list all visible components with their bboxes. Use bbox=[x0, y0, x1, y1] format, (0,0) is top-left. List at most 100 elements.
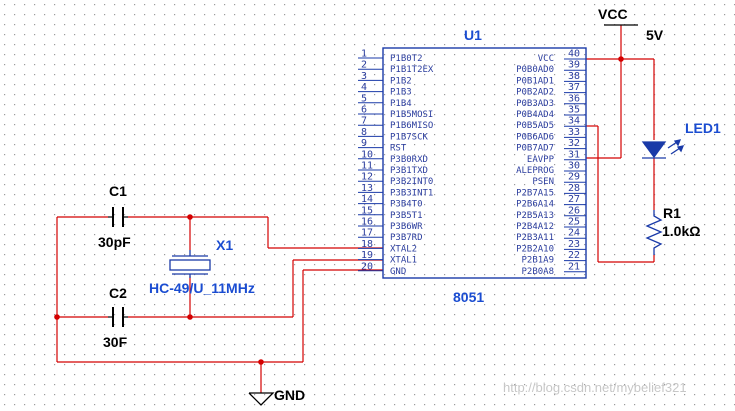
chip-pin-number: 20 bbox=[361, 261, 373, 272]
gnd-label: GND bbox=[274, 387, 305, 403]
x1-ref-label: X1 bbox=[216, 237, 233, 253]
chip-pin-number: 30 bbox=[568, 161, 580, 172]
vcc-voltage-label: 5V bbox=[646, 27, 664, 43]
chip-pin-label: P2B2A10 bbox=[516, 244, 554, 254]
chip-pin-label: PSEN bbox=[532, 177, 554, 187]
chip-pin-number: 18 bbox=[361, 239, 373, 250]
chip-pin-number: 7 bbox=[361, 116, 367, 127]
chip-pin-label: P2B3A11 bbox=[516, 233, 554, 243]
chip-pin-number: 25 bbox=[568, 217, 580, 228]
chip-pin-label: P1B5MOSI bbox=[390, 110, 433, 120]
chip-pin-number: 9 bbox=[361, 138, 367, 149]
chip-pin-number: 4 bbox=[361, 82, 367, 93]
chip-pin-number: 1 bbox=[361, 49, 367, 60]
led-led1[interactable] bbox=[641, 139, 685, 159]
gnd-symbol[interactable] bbox=[248, 392, 275, 406]
chip-pin-label: P1B2 bbox=[390, 76, 412, 86]
chip-pin-number: 37 bbox=[568, 82, 580, 93]
chip-pin-label: P3B3INT1 bbox=[390, 188, 433, 198]
chip-pin-number: 29 bbox=[568, 172, 580, 183]
chip-pin-label: P1B6MISO bbox=[390, 121, 433, 131]
c1-ref-label: C1 bbox=[109, 183, 127, 199]
chip-pin-number: 13 bbox=[361, 183, 373, 194]
c1-value-label: 30pF bbox=[98, 234, 131, 250]
chip-pin-label: XTAL2 bbox=[390, 244, 417, 254]
chip-pin-label: P2B1A9 bbox=[521, 256, 554, 266]
chip-value-label: 8051 bbox=[453, 289, 484, 305]
crystal-x1[interactable] bbox=[169, 250, 211, 278]
chip-pin-number: 26 bbox=[568, 205, 580, 216]
chip-pin-number: 23 bbox=[568, 239, 580, 250]
chip-pin-number: 6 bbox=[361, 105, 367, 116]
chip-pin-number: 5 bbox=[361, 93, 367, 104]
chip-pin-label: P0B1AD1 bbox=[516, 76, 554, 86]
chip-pin-number: 32 bbox=[568, 138, 580, 149]
chip-pin-number: 36 bbox=[568, 93, 580, 104]
r1-value-label: 1.0kΩ bbox=[662, 223, 700, 239]
chip-pin-label: ALEPROG bbox=[516, 166, 554, 176]
chip-pin-label: P0B4AD4 bbox=[516, 110, 554, 120]
chip-pin-number: 14 bbox=[361, 194, 373, 205]
chip-pin-label: P2B6A14 bbox=[516, 200, 554, 210]
chip-pin-label: P3B1TXD bbox=[390, 166, 428, 176]
chip-pin-number: 28 bbox=[568, 183, 580, 194]
chip-pin-label: P3B5T1 bbox=[390, 211, 423, 221]
chip-pin-label: P1B7SCK bbox=[390, 132, 429, 142]
c2-value-label: 30F bbox=[103, 334, 128, 350]
chip-pin-label: P0B2AD2 bbox=[516, 88, 554, 98]
chip-pin-label: P1B1T2EX bbox=[390, 65, 434, 75]
chip-pin-number: 27 bbox=[568, 194, 580, 205]
chip-pin-number: 12 bbox=[361, 172, 373, 183]
chip-pin-number: 8 bbox=[361, 127, 367, 138]
chip-pin-label: P3B7RD bbox=[390, 233, 423, 243]
chip-pin-number: 39 bbox=[568, 60, 580, 71]
chip-pin-number: 16 bbox=[361, 217, 373, 228]
chip-ref-label: U1 bbox=[464, 27, 482, 43]
chip-pin-label: P3B0RXD bbox=[390, 155, 428, 165]
chip-pin-number: 2 bbox=[361, 60, 367, 71]
chip-right-pins: 40VCC39P0B0AD038P0B1AD137P0B2AD236P0B3AD… bbox=[516, 49, 586, 277]
chip-pin-label: P3B6WR bbox=[390, 222, 423, 232]
chip-pin-number: 15 bbox=[361, 205, 373, 216]
chip-pin-number: 3 bbox=[361, 71, 367, 82]
chip-pin-number: 17 bbox=[361, 228, 373, 239]
chip-pin-label: EAVPP bbox=[527, 155, 555, 165]
chip-pin-label: XTAL1 bbox=[390, 256, 417, 266]
c2-ref-label: C2 bbox=[109, 285, 127, 301]
chip-pin-label: VCC bbox=[538, 54, 554, 64]
chip-pin-label: P1B3 bbox=[390, 88, 412, 98]
chip-pin-label: P2B7A15 bbox=[516, 188, 554, 198]
chip-pin-label: GND bbox=[390, 267, 406, 277]
chip-pin-number: 11 bbox=[361, 161, 373, 172]
chip-pin-number: 21 bbox=[568, 261, 580, 272]
chip-pin-label: P0B7AD7 bbox=[516, 144, 554, 154]
chip-pin-number: 31 bbox=[568, 149, 580, 160]
chip-pin-number: 34 bbox=[568, 116, 580, 127]
chip-pin-number: 35 bbox=[568, 105, 580, 116]
chip-body[interactable] bbox=[382, 47, 587, 279]
chip-pin-number: 40 bbox=[568, 49, 580, 60]
chip-pin-number: 19 bbox=[361, 250, 373, 261]
chip-pin-number: 22 bbox=[568, 250, 580, 261]
chip-pin-label: P1B4 bbox=[390, 99, 412, 109]
chip-pin-label: RST bbox=[390, 144, 407, 154]
resistor-r1[interactable] bbox=[645, 210, 663, 255]
chip-pin-label: P3B2INT0 bbox=[390, 177, 433, 187]
vcc-label: VCC bbox=[598, 6, 628, 22]
chip-pin-label: P0B3AD3 bbox=[516, 99, 554, 109]
x1-value-label: HC-49/U_11MHz bbox=[149, 280, 255, 296]
junction-dots bbox=[54, 56, 624, 365]
chip-pin-label: P0B5AD5 bbox=[516, 121, 554, 131]
capacitor-c2[interactable] bbox=[112, 307, 124, 327]
r1-ref-label: R1 bbox=[663, 205, 681, 221]
chip-pin-number: 33 bbox=[568, 127, 580, 138]
chip-pin-label: P0B6AD6 bbox=[516, 132, 554, 142]
chip-pin-label: P1B0T2 bbox=[390, 54, 423, 64]
chip-pin-label: P2B4A12 bbox=[516, 222, 554, 232]
led-ref-label: LED1 bbox=[685, 120, 721, 136]
chip-pin-label: P0B0AD0 bbox=[516, 65, 554, 75]
chip-pin-label: P2B0A8 bbox=[521, 267, 554, 277]
chip-pin-label: P2B5A13 bbox=[516, 211, 554, 221]
